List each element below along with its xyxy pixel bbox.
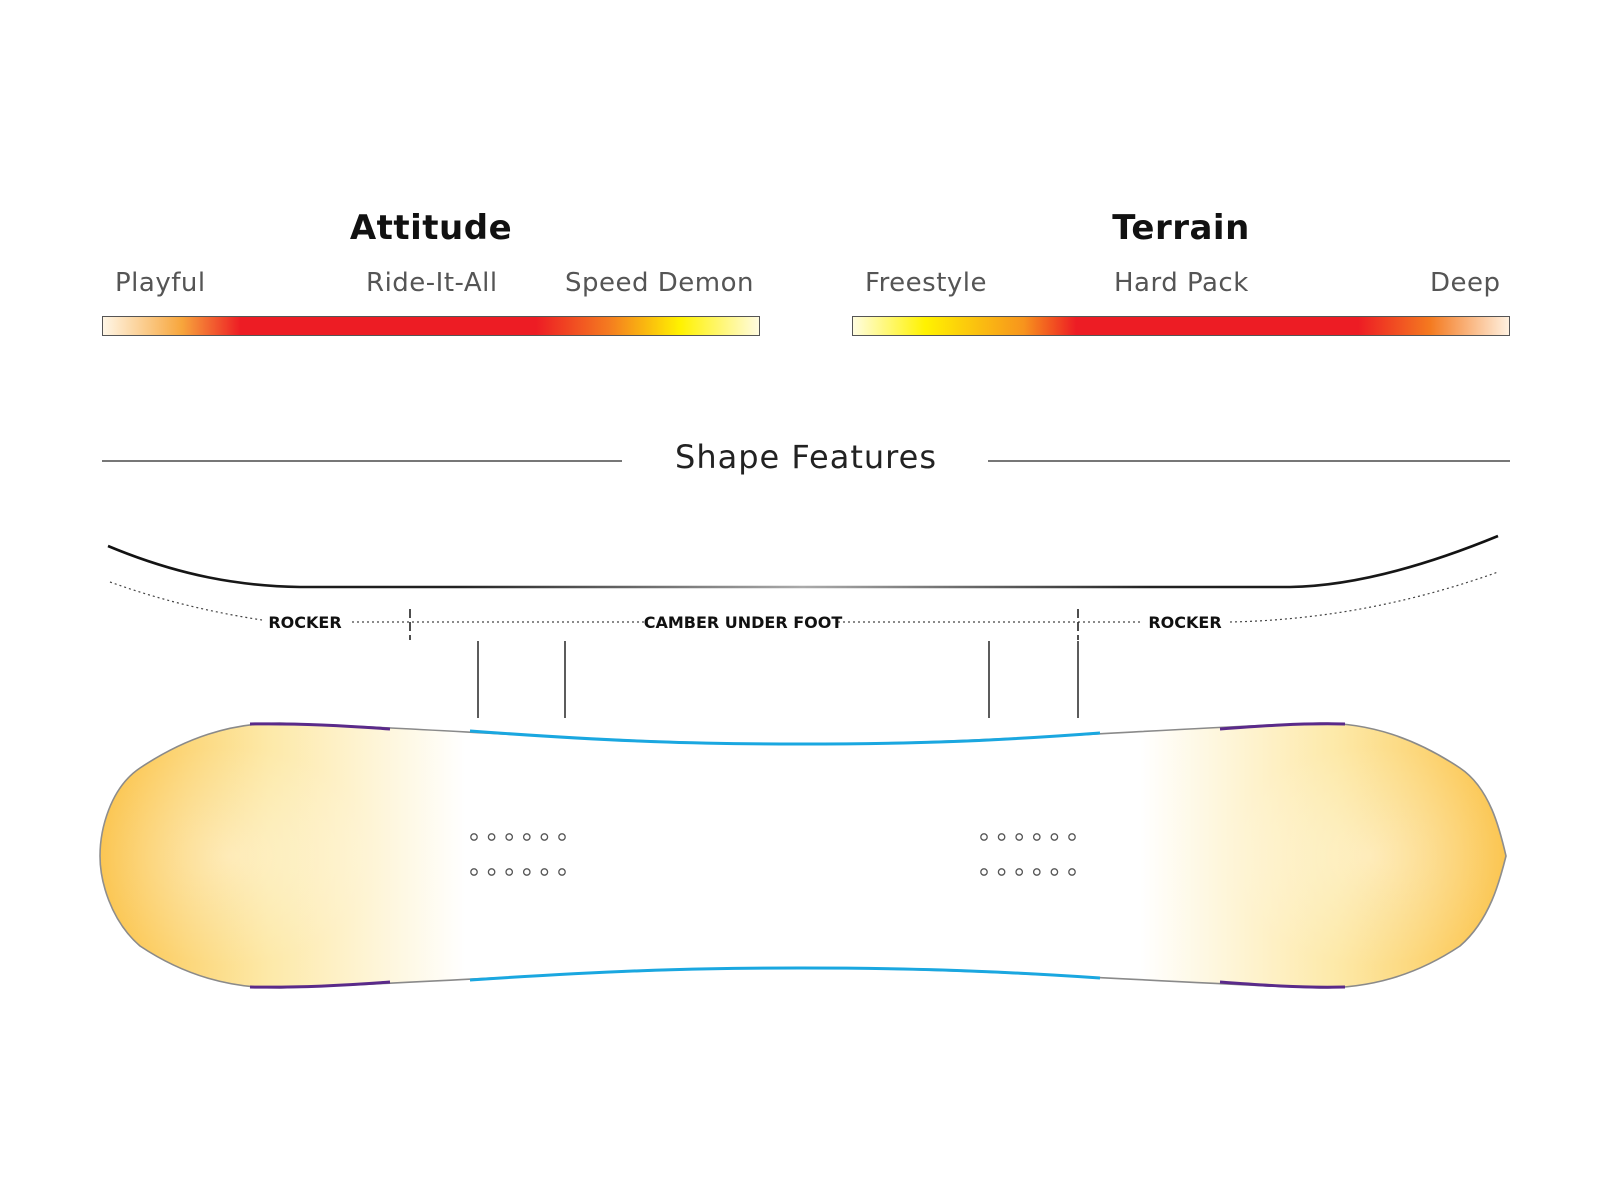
attitude-gradient-bar — [102, 316, 760, 336]
insert-hole — [470, 868, 478, 876]
edge-bottom-left-purple — [249, 980, 391, 989]
insert-hole — [1050, 833, 1059, 841]
insert-hole — [1068, 833, 1076, 841]
attitude-label-ride-it-all: Ride-It-All — [366, 268, 498, 298]
attitude-label-speed-demon: Speed Demon — [565, 268, 754, 298]
shape-features-title: Shape Features — [675, 438, 937, 476]
insert-hole — [540, 833, 549, 841]
insert-hole — [522, 868, 531, 876]
insert-hole — [487, 833, 496, 841]
sidecut-top-blue — [469, 729, 1101, 746]
terrain-label-deep: Deep — [1430, 268, 1501, 298]
insert-hole — [505, 868, 514, 876]
insert-hole — [522, 833, 531, 841]
edge-top-left-purple — [249, 722, 391, 731]
insert-hole — [558, 868, 566, 876]
sidecut-bottom-blue — [469, 966, 1101, 982]
insert-hole — [1032, 868, 1041, 876]
insert-hole — [470, 833, 478, 841]
insert-hole — [1032, 833, 1041, 841]
section-rule-right — [988, 460, 1510, 462]
insert-hole — [1015, 833, 1024, 841]
insert-hole — [997, 833, 1006, 841]
insert-hole — [505, 833, 514, 841]
rocker-dotted-curve-left — [109, 581, 263, 621]
terrain-gradient-bar — [852, 316, 1510, 336]
camber-profile-line — [107, 534, 1499, 589]
snowboard-top-view — [80, 722, 1520, 989]
attitude-label-playful: Playful — [115, 268, 206, 298]
rocker-label-right: ROCKER — [1148, 613, 1221, 632]
insert-hole — [980, 868, 988, 876]
attitude-title: Attitude — [349, 208, 513, 248]
insert-hole — [980, 833, 988, 841]
section-rule-left — [102, 460, 622, 462]
insert-hole — [487, 868, 496, 876]
insert-hole — [1050, 868, 1059, 876]
edge-bottom-right-purple — [1219, 980, 1346, 989]
insert-hole — [558, 833, 566, 841]
insert-hole — [997, 868, 1006, 876]
rocker-label-left: ROCKER — [268, 613, 341, 632]
terrain-label-hard-pack: Hard Pack — [1114, 268, 1249, 298]
edge-top-right-purple — [1219, 722, 1346, 731]
terrain-label-freestyle: Freestyle — [865, 268, 988, 298]
rocker-dotted-curve-right — [1229, 571, 1499, 623]
terrain-title: Terrain — [1112, 208, 1250, 248]
insert-hole — [1015, 868, 1024, 876]
binding-inserts — [470, 833, 1076, 876]
insert-hole — [540, 868, 549, 876]
insert-hole — [1068, 868, 1076, 876]
camber-label: CAMBER UNDER FOOT — [644, 613, 843, 632]
